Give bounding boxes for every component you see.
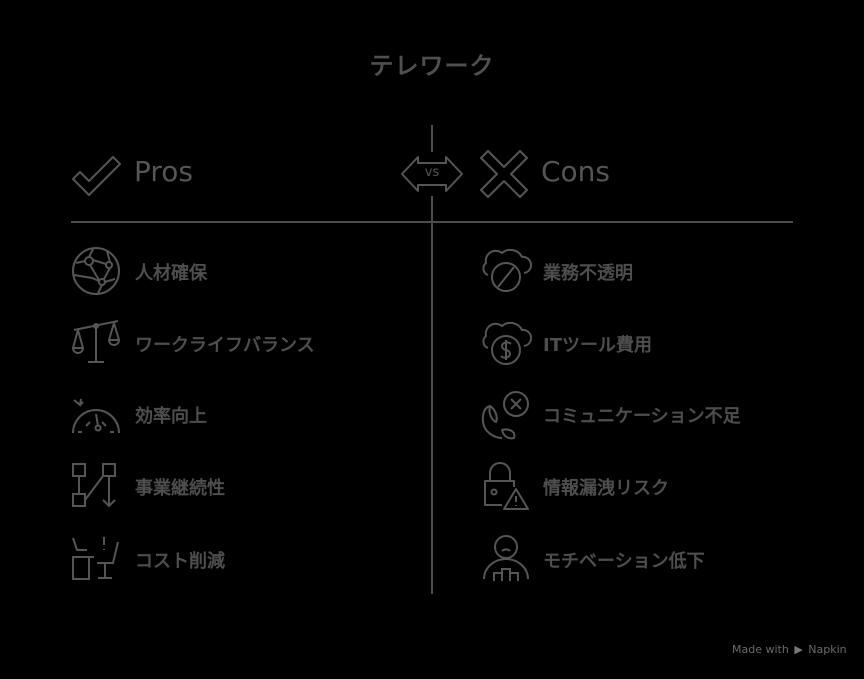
sad-person-icon xyxy=(480,533,532,585)
cons-item-label: ITツール費用 xyxy=(543,335,652,356)
cons-heading: Cons xyxy=(541,155,611,188)
lock-warning-icon xyxy=(480,461,532,513)
vs-label: VS xyxy=(424,165,440,180)
globe-network-icon xyxy=(70,245,122,297)
pros-item-label: 人材確保 xyxy=(135,263,207,284)
divider-vertical xyxy=(431,196,433,594)
made-with-label: Made with xyxy=(732,643,789,656)
checkmark-icon xyxy=(70,148,124,200)
balance-scale-icon xyxy=(70,318,122,370)
page-title: テレワーク xyxy=(369,52,495,80)
cons-item-label: コミュニケーション不足 xyxy=(543,406,741,427)
pros-item-label: ワークライフバランス xyxy=(135,335,315,356)
pros-item-label: 事業継続性 xyxy=(135,478,225,499)
made-with-napkin[interactable]: Made with ▶ Napkin xyxy=(732,643,847,656)
divider-horizontal xyxy=(71,221,793,223)
cons-item-label: 情報漏洩リスク xyxy=(543,478,669,499)
napkin-brand: Napkin xyxy=(808,643,847,656)
pros-item-label: コスト削減 xyxy=(135,551,225,572)
cons-item-label: 業務不透明 xyxy=(543,263,633,284)
pros-heading: Pros xyxy=(134,155,194,188)
cloud-blocked-icon xyxy=(480,245,532,297)
double-arrow-icon xyxy=(400,148,464,200)
flowchart-icon xyxy=(70,461,122,513)
pros-item-label: 効率向上 xyxy=(135,406,207,427)
desk-chair-icon xyxy=(70,533,122,585)
cross-icon xyxy=(479,149,529,199)
divider-vertical-top xyxy=(431,125,433,152)
speedometer-icon xyxy=(70,388,122,440)
phone-cancel-icon xyxy=(480,388,532,440)
cons-item-label: モチベーション低下 xyxy=(543,551,705,572)
cloud-dollar-icon xyxy=(480,318,532,370)
napkin-logo-icon: ▶ xyxy=(794,643,803,656)
